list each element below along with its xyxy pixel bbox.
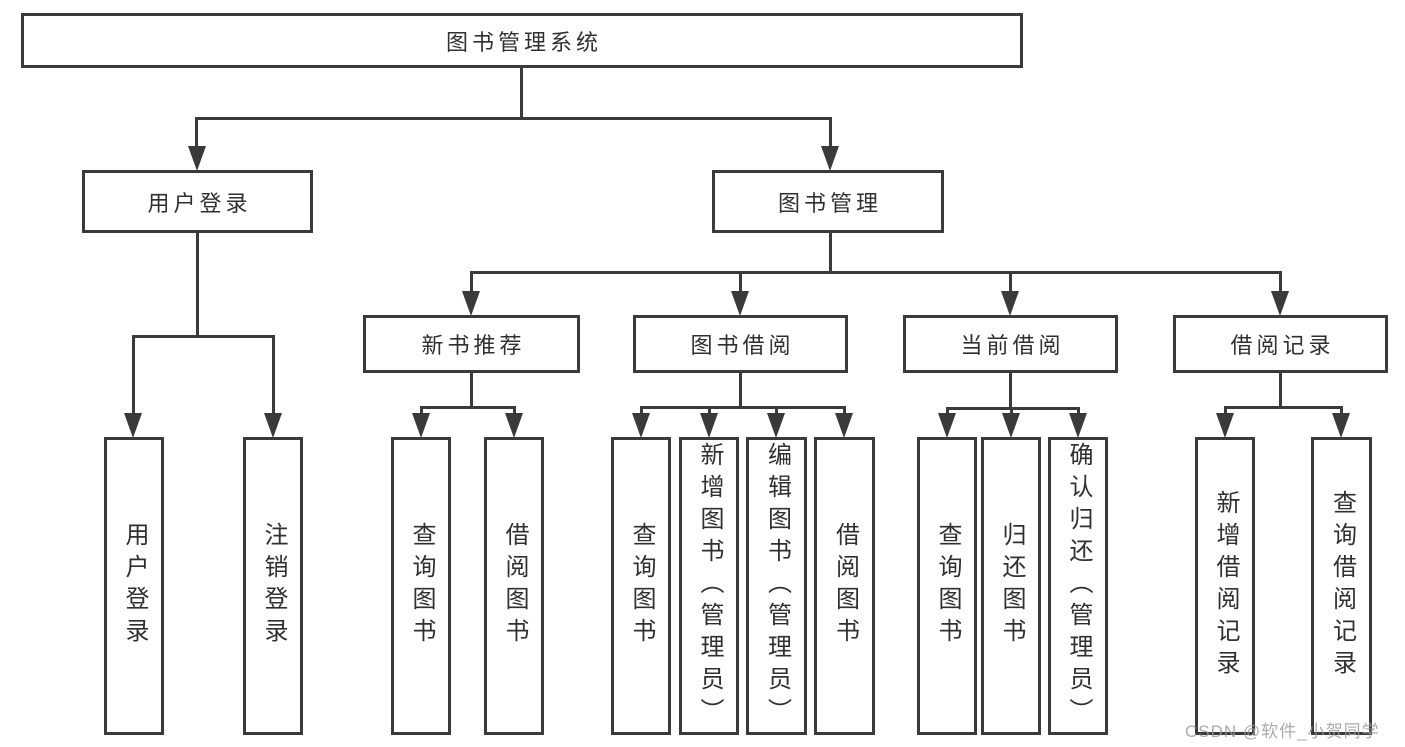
connector-drop bbox=[708, 406, 711, 416]
arrowhead-leaf-user-login bbox=[124, 413, 142, 438]
connector-drop bbox=[843, 406, 846, 416]
connector-drop-book-borrow bbox=[739, 271, 742, 293]
node-current-borrow: 当前借阅 bbox=[903, 315, 1118, 373]
leaf-borrow-books-recommend: 借阅图书 bbox=[484, 437, 544, 735]
connector-drop-leaf-user-login bbox=[132, 335, 135, 415]
connector-drop-new-book bbox=[470, 271, 473, 293]
arrowhead bbox=[505, 413, 523, 438]
node-book-management: 图书管理 bbox=[712, 170, 944, 233]
arrowhead bbox=[1069, 413, 1087, 438]
connector-current-borrow-split bbox=[946, 407, 1080, 410]
connector-borrow-records-split bbox=[1224, 406, 1343, 409]
connector-drop bbox=[775, 406, 778, 416]
leaf-edit-books-admin: 编辑图书（管理员） bbox=[746, 437, 807, 735]
arrowhead bbox=[632, 413, 650, 438]
node-library-management-system: 图书管理系统 bbox=[21, 13, 1023, 68]
connector-root-stem bbox=[520, 68, 523, 119]
connector-drop bbox=[1010, 407, 1013, 416]
arrowhead-borrow-records bbox=[1271, 291, 1289, 316]
arrowhead bbox=[412, 413, 430, 438]
leaf-return-books: 归还图书 bbox=[981, 437, 1041, 735]
connector-book-borrow-stem bbox=[739, 372, 742, 408]
connector-borrow-records-stem bbox=[1279, 372, 1282, 408]
arrowhead-user-login bbox=[188, 146, 206, 171]
node-user-login: 用户登录 bbox=[82, 170, 313, 233]
arrowhead bbox=[1002, 413, 1020, 438]
connector-drop-user-login bbox=[195, 117, 198, 148]
connector-user-login-stem bbox=[196, 233, 199, 337]
connector-drop bbox=[513, 406, 516, 416]
arrowhead-book-borrow bbox=[731, 291, 749, 316]
connector-drop-borrow-records bbox=[1279, 271, 1282, 293]
connector-root-split bbox=[195, 117, 832, 120]
node-borrow-records: 借阅记录 bbox=[1173, 315, 1388, 373]
arrowhead bbox=[938, 413, 956, 438]
arrowhead bbox=[1216, 413, 1234, 438]
arrowhead bbox=[835, 413, 853, 438]
connector-drop bbox=[420, 406, 423, 416]
arrowhead-book-management bbox=[821, 146, 839, 171]
leaf-query-books-recommend: 查询图书 bbox=[391, 437, 451, 735]
leaf-logout-login: 注销登录 bbox=[243, 437, 303, 735]
leaf-confirm-return-admin: 确认归还（管理员） bbox=[1048, 437, 1108, 735]
leaf-add-borrow-record: 新增借阅记录 bbox=[1195, 437, 1255, 735]
csdn-watermark: CSDN @软件_小贺同学 bbox=[1185, 722, 1380, 741]
connector-drop-current-borrow bbox=[1009, 271, 1012, 293]
connector-drop bbox=[1224, 406, 1227, 416]
arrowhead-current-borrow bbox=[1001, 291, 1019, 316]
node-new-book-recommend: 新书推荐 bbox=[363, 315, 580, 373]
leaf-query-books-current: 查询图书 bbox=[917, 437, 977, 735]
leaf-query-books-borrow: 查询图书 bbox=[611, 437, 671, 735]
connector-book-management-split bbox=[470, 271, 1282, 274]
connector-drop-leaf-logout bbox=[272, 335, 275, 415]
arrowhead bbox=[1332, 413, 1350, 438]
leaf-borrow-books: 借阅图书 bbox=[814, 437, 875, 735]
connector-new-book-stem bbox=[470, 372, 473, 408]
connector-book-management-stem bbox=[829, 232, 832, 273]
arrowhead bbox=[700, 413, 718, 438]
connector-user-login-split bbox=[132, 335, 275, 338]
arrowhead-leaf-logout bbox=[264, 413, 282, 438]
connector-drop bbox=[640, 406, 643, 416]
leaf-user-login: 用户登录 bbox=[104, 437, 164, 735]
node-book-borrow: 图书借阅 bbox=[633, 315, 848, 373]
connector-book-borrow-split bbox=[640, 406, 846, 409]
connector-new-book-split bbox=[420, 406, 516, 409]
connector-drop bbox=[946, 407, 949, 416]
connector-drop-book-management bbox=[829, 117, 832, 148]
connector-drop bbox=[1340, 406, 1343, 416]
connector-drop bbox=[1077, 407, 1080, 416]
connector-current-borrow-stem bbox=[1009, 372, 1012, 409]
arrowhead bbox=[767, 413, 785, 438]
arrowhead-new-book bbox=[462, 291, 480, 316]
leaf-query-borrow-record: 查询借阅记录 bbox=[1311, 437, 1372, 735]
leaf-add-books-admin: 新增图书（管理员） bbox=[679, 437, 739, 735]
